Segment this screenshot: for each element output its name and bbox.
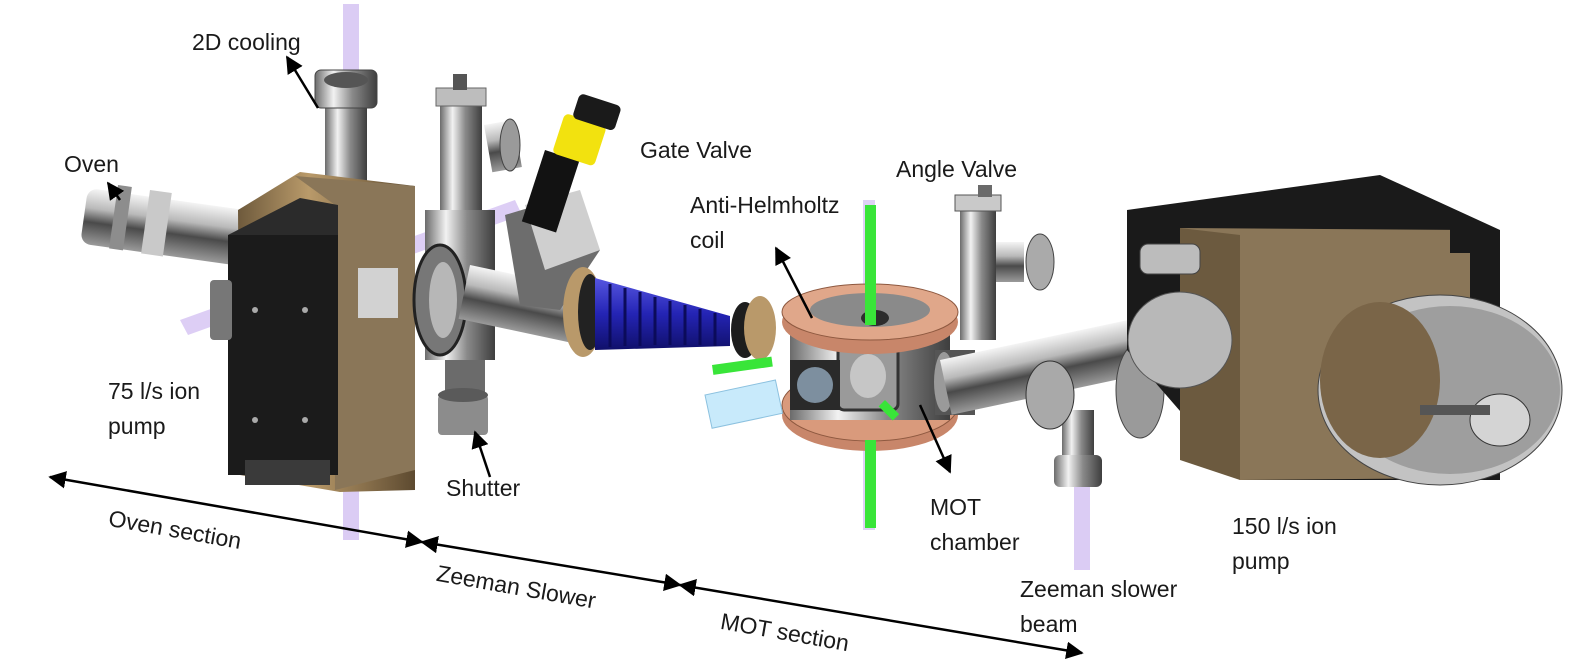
label-shutter: Shutter	[446, 475, 521, 501]
pump-tube	[940, 314, 1167, 487]
label-anti-helmholtz-line2: coil	[690, 227, 725, 253]
arrow-shutter	[471, 430, 492, 478]
label-mot-chamber-line1: MOT	[930, 494, 982, 520]
ion-pump-75	[210, 172, 415, 492]
label-mot-chamber-line2: chamber	[930, 529, 1020, 555]
zeeman-slower-beam	[1074, 470, 1090, 570]
zeeman-bellows	[563, 267, 776, 360]
mot-section-arrow	[678, 578, 1084, 660]
label-zeeman-beam-line2: beam	[1020, 611, 1078, 637]
label-gate-valve: Gate Valve	[640, 137, 753, 163]
ion-pump-150	[1127, 175, 1563, 486]
arrow-mot-chamber	[918, 404, 952, 474]
label-ion-pump-75-line2: pump	[108, 413, 166, 439]
label-ion-pump-150-line1: 150 l/s ion	[1232, 513, 1337, 539]
oven-section-arrow	[48, 471, 424, 548]
section-arrows	[48, 471, 1084, 660]
label-ion-pump-150-line2: pump	[1232, 548, 1290, 574]
label-anti-helmholtz-line1: Anti-Helmholtz	[690, 192, 840, 218]
label-2d-cooling: 2D cooling	[192, 29, 301, 55]
label-oven: Oven	[64, 151, 119, 177]
mot-chamber	[704, 283, 975, 451]
cross-and-shutter	[412, 74, 522, 435]
gate-valve	[505, 94, 621, 310]
oven-tube	[81, 185, 256, 266]
arrow-2d-cooling	[285, 55, 320, 109]
angle-valve	[954, 185, 1055, 340]
arrow-anti-helmholtz	[774, 246, 814, 319]
label-angle-valve: Angle Valve	[896, 156, 1018, 182]
callout-arrows	[106, 55, 952, 478]
arrow-oven	[106, 181, 125, 201]
label-ion-pump-75-line1: 75 l/s ion	[108, 378, 201, 404]
label-zeeman-beam-line1: Zeeman slower	[1020, 576, 1178, 602]
zeeman-section-arrow	[420, 535, 682, 592]
